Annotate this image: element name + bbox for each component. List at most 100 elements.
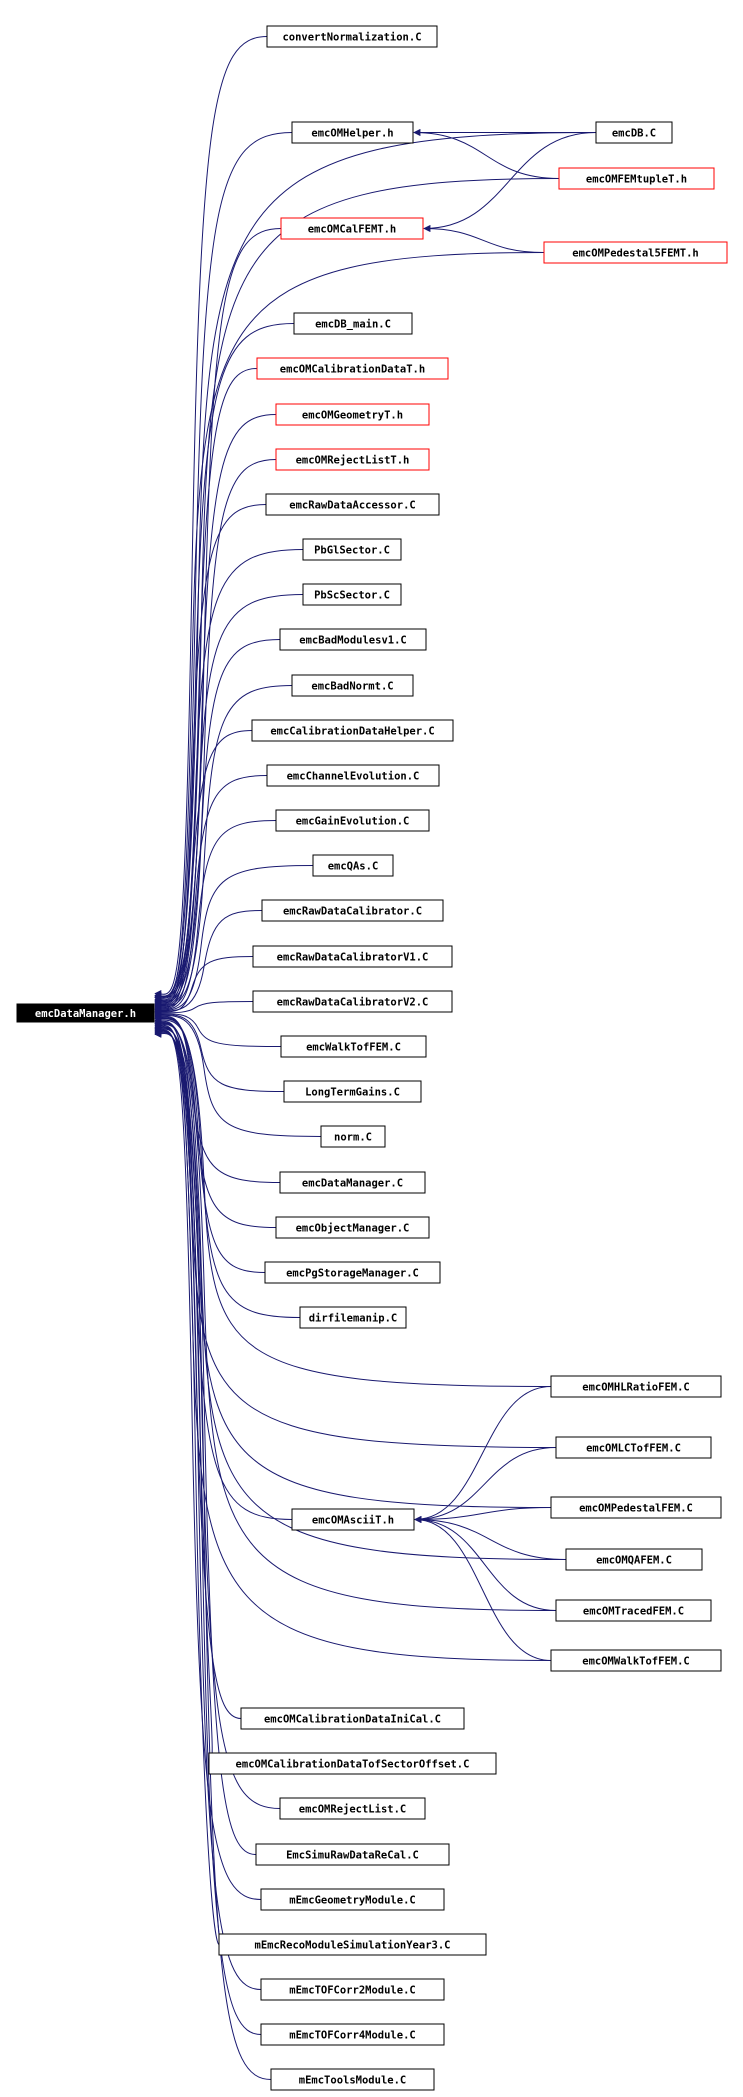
node-emcOMAsciiT[interactable]: emcOMAsciiT.h: [291, 1508, 415, 1531]
node-emcOMWalkTofFEM[interactable]: emcOMWalkTofFEM.C: [550, 1649, 722, 1672]
node-emcRawDataCalibrator[interactable]: emcRawDataCalibrator.C: [261, 899, 444, 922]
node-emcOMTracedFEM[interactable]: emcOMTracedFEM.C: [555, 1599, 712, 1622]
node-mEmcRecoModuleSimulationYear3[interactable]: mEmcRecoModuleSimulationYear3.C: [218, 1933, 487, 1956]
node-label: emcRawDataCalibratorV1.C: [277, 952, 429, 964]
node-emcGainEvolution[interactable]: emcGainEvolution.C: [275, 809, 430, 832]
node-box: [279, 628, 427, 651]
node-box: [293, 312, 413, 335]
node-PbScSector[interactable]: PbScSector.C: [302, 583, 402, 606]
node-LongTermGains[interactable]: LongTermGains.C: [283, 1080, 422, 1103]
node-dirfilemanip[interactable]: dirfilemanip.C: [299, 1306, 407, 1329]
node-box: [291, 674, 414, 697]
node-emcObjectManager[interactable]: emcObjectManager.C: [275, 1216, 430, 1239]
node-emcOMCalibrationDataTofSectorOffset[interactable]: emcOMCalibrationDataTofSectorOffset.C: [208, 1752, 497, 1775]
node-label: LongTermGains.C: [305, 1087, 400, 1099]
node-label: norm.C: [334, 1132, 372, 1144]
node-box: [275, 448, 430, 471]
node-emcRawDataCalibratorV1[interactable]: emcRawDataCalibratorV1.C: [252, 945, 453, 968]
node-emcOMCalibrationDataIniCal[interactable]: emcOMCalibrationDataIniCal.C: [240, 1707, 465, 1730]
node-emcDataManagerC[interactable]: emcDataManager.C: [279, 1171, 426, 1194]
node-emcOMRejectListT[interactable]: emcOMRejectListT.h: [275, 448, 430, 471]
edge-emcQAs-to-root: [154, 865, 314, 1014]
edge-emcRawDataCalibratorV2-to-root: [154, 1001, 254, 1017]
node-emcWalkTofFEM[interactable]: emcWalkTofFEM.C: [280, 1035, 427, 1058]
node-label: emcOMCalFEMT.h: [308, 224, 397, 236]
node-label: emcOMFEMtupleT.h: [586, 174, 687, 186]
node-emcRawDataAccessor[interactable]: emcRawDataAccessor.C: [265, 493, 440, 516]
node-label: PbScSector.C: [314, 590, 390, 602]
node-box: [302, 538, 402, 561]
node-emcOMHelper[interactable]: emcOMHelper.h: [291, 121, 414, 144]
edge-emcDB-to-emcOMCalFEMT: [423, 132, 597, 232]
node-box: [260, 1888, 445, 1911]
node-norm[interactable]: norm.C: [320, 1125, 386, 1148]
node-label: emcOMHLRatioFEM.C: [582, 1382, 689, 1394]
node-box: [260, 2023, 445, 2046]
edge-norm-to-root: [154, 1011, 322, 1137]
node-box: [240, 1707, 465, 1730]
node-convertNormalization[interactable]: convertNormalization.C: [266, 25, 438, 48]
node-emcOMPedestalFEM[interactable]: emcOMPedestalFEM.C: [550, 1496, 722, 1519]
node-label: convertNormalization.C: [282, 32, 421, 44]
node-emcOMLCTofFEM[interactable]: emcOMLCTofFEM.C: [555, 1436, 712, 1459]
edge-emcRawDataAccessor-to-root: [154, 504, 267, 1007]
node-box: [275, 403, 430, 426]
node-emcChannelEvolution[interactable]: emcChannelEvolution.C: [266, 764, 440, 787]
node-label: emcOMRejectList.C: [299, 1804, 406, 1816]
root-node[interactable]: emcDataManager.h: [16, 1003, 155, 1023]
edge-emcOMHLRatioFEM-to-root: [154, 1016, 552, 1387]
node-box: [208, 1752, 497, 1775]
node-box: [283, 1080, 422, 1103]
node-label: EmcSimuRawDataReCal.C: [286, 1850, 419, 1862]
node-label: emcOMGeometryT.h: [302, 410, 403, 422]
node-emcOMRejectList[interactable]: emcOMRejectList.C: [279, 1797, 426, 1820]
node-box: [595, 121, 673, 144]
edge-emcOMPedestal5FEMT-to-root: [154, 252, 545, 1002]
node-emcBadModulesv1[interactable]: emcBadModulesv1.C: [279, 628, 427, 651]
node-emcPgStorageManager[interactable]: emcPgStorageManager.C: [264, 1261, 441, 1284]
node-label: emcChannelEvolution.C: [287, 771, 420, 783]
node-emcOMFEMtupleT[interactable]: emcOMFEMtupleT.h: [558, 167, 715, 190]
node-label: emcBadModulesv1.C: [299, 635, 406, 647]
node-emcOMCalibrationDataT[interactable]: emcOMCalibrationDataT.h: [256, 357, 449, 380]
node-emcOMQAFEM[interactable]: emcOMQAFEM.C: [565, 1548, 703, 1571]
node-EmcSimuRawDataReCal[interactable]: EmcSimuRawDataReCal.C: [255, 1843, 450, 1866]
edge-emcOMRejectList-to-root: [154, 1025, 281, 1809]
node-box: [260, 1978, 445, 2001]
node-label: emcRawDataAccessor.C: [289, 500, 415, 512]
edge-emcOMLCTofFEM-to-emcOMAsciiT: [414, 1447, 557, 1523]
node-emcDB[interactable]: emcDB.C: [595, 121, 673, 144]
node-emcOMPedestal5FEMT[interactable]: emcOMPedestal5FEMT.h: [543, 241, 728, 264]
node-mEmcTOFCorr2Module[interactable]: mEmcTOFCorr2Module.C: [260, 1978, 445, 2001]
node-emcCalibrationDataHelper[interactable]: emcCalibrationDataHelper.C: [251, 719, 454, 742]
node-label: mEmcToolsModule.C: [299, 2075, 406, 2087]
node-label: emcRawDataCalibratorV2.C: [277, 997, 429, 1009]
node-box: [291, 121, 414, 144]
edge-emcOMCalFEMT-to-root: [154, 228, 282, 1001]
node-PbGlSector[interactable]: PbGlSector.C: [302, 538, 402, 561]
node-box: [255, 1843, 450, 1866]
node-label: emcOMCalibrationDataIniCal.C: [264, 1714, 441, 1726]
node-label: mEmcGeometryModule.C: [289, 1895, 415, 1907]
edge-emcChannelEvolution-to-root: [154, 775, 268, 1012]
edge-PbScSector-to-root: [154, 594, 304, 1009]
node-box: [218, 1933, 487, 1956]
node-label: emcOMCalibrationDataTofSectorOffset.C: [236, 1759, 470, 1771]
edge-emcOMTracedFEM-to-emcOMAsciiT: [414, 1516, 557, 1611]
node-emcOMHLRatioFEM[interactable]: emcOMHLRatioFEM.C: [550, 1375, 722, 1398]
node-mEmcTOFCorr4Module[interactable]: mEmcTOFCorr4Module.C: [260, 2023, 445, 2046]
node-emcQAs[interactable]: emcQAs.C: [312, 854, 394, 877]
node-box: [543, 241, 728, 264]
node-box: [252, 990, 453, 1013]
node-emcDB_main[interactable]: emcDB_main.C: [293, 312, 413, 335]
node-emcOMCalFEMT[interactable]: emcOMCalFEMT.h: [280, 217, 424, 240]
node-box: [279, 1171, 426, 1194]
node-mEmcGeometryModule[interactable]: mEmcGeometryModule.C: [260, 1888, 445, 1911]
node-emcOMGeometryT[interactable]: emcOMGeometryT.h: [275, 403, 430, 426]
node-emcRawDataCalibratorV2[interactable]: emcRawDataCalibratorV2.C: [252, 990, 453, 1013]
node-emcBadNormt[interactable]: emcBadNormt.C: [291, 674, 414, 697]
node-label: mEmcTOFCorr2Module.C: [289, 1985, 415, 1997]
node-mEmcToolsModule[interactable]: mEmcToolsModule.C: [270, 2068, 435, 2091]
node-label: emcWalkTofFEM.C: [306, 1042, 401, 1054]
